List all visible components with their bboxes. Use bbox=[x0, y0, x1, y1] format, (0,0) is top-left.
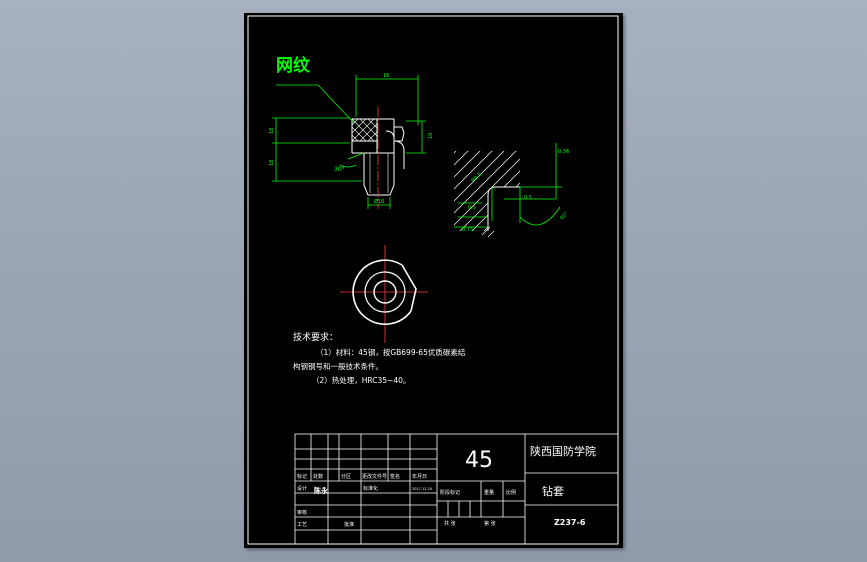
label-process: 工艺 bbox=[297, 522, 307, 528]
dim-angle: 30° bbox=[334, 166, 345, 173]
inner-border bbox=[247, 15, 619, 545]
material-value: 45 bbox=[465, 448, 493, 473]
label-design: 设计 bbox=[297, 485, 307, 492]
design-date: 2017.12.20 bbox=[412, 487, 432, 491]
label-approve: 批准 bbox=[344, 521, 354, 528]
label-zone: 分区 bbox=[341, 473, 351, 480]
label-date: 年月日 bbox=[412, 473, 427, 480]
dim-left-upper: 18 bbox=[269, 128, 275, 134]
dim-top-width: 16 bbox=[383, 73, 389, 79]
label-signature: 签名 bbox=[390, 473, 400, 480]
label-total-sheets: 共 张 bbox=[444, 520, 456, 527]
dim-bottom-dia: Ø16 bbox=[374, 198, 384, 205]
label-review: 审核 bbox=[297, 509, 307, 516]
label-mark: 标记 bbox=[297, 473, 307, 480]
dim-left-lower: 18 bbox=[269, 160, 275, 166]
title-block-text: 45 陕西国防学院 钻套 Z237-6 标记 处数 分区 更改文件号 签名 年月… bbox=[297, 444, 596, 528]
notes-heading: 技术要求： bbox=[293, 331, 338, 343]
label-change-doc: 更改文件号 bbox=[362, 473, 387, 480]
technical-notes: 技术要求： （1）材料：45钢，按GB699-65优质碳素结 构钢钢号和一般技术… bbox=[293, 331, 466, 385]
dim-detail-right: 0.36 bbox=[558, 149, 569, 155]
notes-line1: （1）材料：45钢，按GB699-65优质碳素结 bbox=[316, 347, 466, 357]
part-top-view bbox=[340, 245, 428, 343]
label-count: 处数 bbox=[313, 473, 323, 480]
dim-detail-bottom: 0.75 bbox=[462, 227, 473, 233]
knurl-label-text: 网纹 bbox=[276, 55, 311, 76]
dim-right-height: 10 bbox=[428, 133, 434, 139]
cad-drawing: 网纹 16 18 18 10 30° Ø16 bbox=[247, 15, 619, 545]
dim-detail-small: 0.5 bbox=[524, 195, 532, 201]
dim-detail-05: 0.5 bbox=[468, 205, 476, 211]
label-weight: 重量 bbox=[484, 489, 494, 496]
label-sheet-no: 第 张 bbox=[484, 520, 496, 527]
label-standardize: 标准化 bbox=[363, 485, 378, 492]
main-dimension-lines bbox=[272, 75, 426, 209]
title-block bbox=[294, 433, 619, 545]
drawing-number: Z237-6 bbox=[554, 518, 586, 527]
dim-detail-r: R0.5 bbox=[471, 171, 483, 183]
label-scale: 比例 bbox=[506, 489, 516, 496]
notes-line3: （2）热处理，HRC35~40。 bbox=[312, 375, 410, 385]
part-name: 钻套 bbox=[542, 484, 564, 498]
detail-view: R0.5 0.36 0.5 0.75 0.5 60° bbox=[454, 143, 570, 238]
part-side-view bbox=[351, 118, 405, 196]
dim-detail-angle: 60° bbox=[559, 210, 570, 221]
notes-line2: 构钢钢号和一般技术条件。 bbox=[293, 361, 383, 371]
label-stage-mark: 阶段标记 bbox=[440, 489, 460, 496]
designer-signature: 陈永 bbox=[314, 486, 329, 495]
drawing-sheet: 网纹 16 18 18 10 30° Ø16 bbox=[244, 13, 623, 548]
school-name: 陕西国防学院 bbox=[530, 444, 596, 458]
